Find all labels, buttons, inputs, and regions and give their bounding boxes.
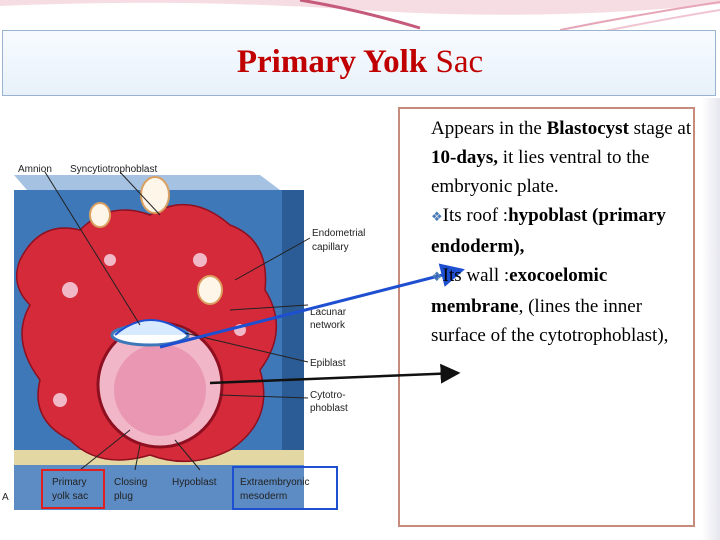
label-hypoblast: Hypoblast	[172, 477, 217, 488]
yolk-sac-inner	[114, 344, 206, 436]
intro-bold-days: 10-days,	[431, 147, 499, 168]
label-amnion: Amnion	[18, 164, 52, 175]
text-panel	[398, 107, 695, 527]
bullet-wall: ❖Its wall :exocoelomic membrane, (lines …	[431, 261, 701, 350]
intro-bold-blastocyst: Blastocyst	[546, 118, 629, 139]
endometrial-capillary	[197, 275, 223, 305]
top-decoration	[0, 0, 720, 32]
title-rest: Sac	[435, 44, 484, 80]
wall-text: Its wall :	[442, 265, 510, 286]
bullet-icon: ❖	[431, 270, 443, 285]
lacuna	[193, 253, 207, 267]
label-extraembryonic: Extraembryonic	[240, 477, 309, 488]
bullet-roof: ❖Its roof :hypoblast (primary endoderm),	[431, 201, 701, 261]
title-box	[2, 30, 716, 96]
wall-bold: exocoelomic membrane	[431, 265, 608, 317]
label-syncytiotrophoblast: Syncytiotrophoblast	[70, 164, 157, 175]
text-content: Appears in the Blastocyst stage at 10-da…	[431, 114, 701, 350]
title-bold: Primary Yolk	[236, 44, 428, 80]
label-capillary: capillary	[312, 242, 349, 253]
lacuna	[104, 254, 116, 266]
label-primary: Primary	[52, 477, 86, 488]
label-mesoderm: mesoderm	[240, 491, 287, 502]
label-lacunar: Lacunar	[310, 307, 347, 318]
figure-corner-letter: A	[2, 492, 9, 503]
label-closing: Closing	[114, 477, 147, 488]
right-gradient-bar	[702, 98, 720, 540]
intro-text-3: it lies ventral to the embryonic plate.	[431, 147, 650, 197]
roof-text: Its roof :	[442, 205, 509, 226]
endometrial-capillary	[89, 202, 111, 228]
label-phoblast: phoblast	[310, 403, 348, 414]
roof-bold: hypoblast (primary endoderm),	[431, 205, 666, 257]
primary-yolk-sac-highlight	[41, 469, 105, 509]
label-cytotro: Cytotro-	[310, 390, 346, 401]
label-epiblast: Epiblast	[310, 358, 346, 369]
arrow-hypoblast	[159, 263, 465, 349]
label-plug: plug	[114, 491, 133, 502]
intro-text-1: Appears in the	[431, 118, 547, 139]
blue-block-side	[282, 190, 304, 450]
intro-text-2: stage at	[628, 118, 692, 139]
label-network: network	[310, 320, 346, 331]
leader-lines	[44, 171, 311, 471]
slide-title: Primary Yolk Sac	[0, 46, 720, 79]
lacuna	[53, 393, 67, 407]
label-yolk-sac: yolk sac	[52, 491, 88, 502]
paragraph-intro: Appears in the Blastocyst stage at 10-da…	[431, 114, 701, 201]
amnion-cavity	[114, 319, 189, 336]
arrow-exocoelomic	[209, 363, 461, 385]
blastocyst-figure: Amnion Syncytiotrophoblast Endometrial c…	[2, 150, 365, 510]
wall-text-rest: , (lines the inner surface of the cytotr…	[431, 296, 669, 346]
lower-band-blue	[14, 465, 304, 510]
extraembryonic-mesoderm-highlight	[232, 466, 338, 510]
bullet-icon: ❖	[431, 210, 443, 225]
lacuna	[62, 282, 78, 298]
label-endometrial: Endometrial	[312, 228, 365, 239]
